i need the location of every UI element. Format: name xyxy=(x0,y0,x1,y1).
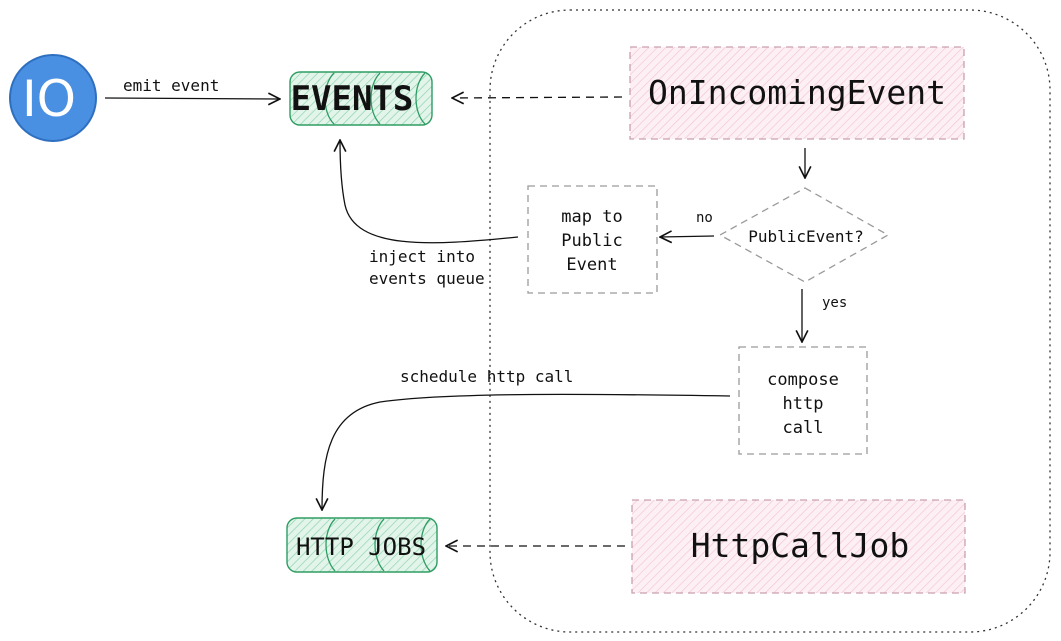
http-jobs-queue-body xyxy=(286,517,438,573)
http-jobs-queue-seam-3 xyxy=(420,518,431,572)
http-jobs-queue-seam-2 xyxy=(374,518,385,572)
events-queue-seam-3 xyxy=(415,72,426,125)
io-circle xyxy=(9,54,97,142)
incoming-to-events-arrow xyxy=(452,97,623,98)
emit-event-label: emit event xyxy=(123,76,219,95)
decision-label: PublicEvent? xyxy=(748,227,864,246)
io-node[interactable]: IO xyxy=(9,54,97,142)
inject-arrow xyxy=(340,140,519,244)
schedule-label: schedule http call xyxy=(400,367,573,386)
events-queue-seam-1 xyxy=(324,72,335,125)
compose-http-node[interactable]: compose http call xyxy=(738,346,868,455)
decision-diamond xyxy=(718,187,890,283)
on-incoming-event-box xyxy=(629,46,965,140)
yes-label: yes xyxy=(822,295,847,311)
compose-http-line-3: call xyxy=(783,418,824,438)
events-queue[interactable]: EVENTS xyxy=(289,71,433,126)
events-queue-seam-2 xyxy=(370,72,381,125)
events-queue-label: EVENTS xyxy=(291,79,414,119)
public-event-decision[interactable]: PublicEvent? xyxy=(718,187,890,283)
emit-event-arrow xyxy=(104,98,280,99)
http-call-job-label: HttpCallJob xyxy=(691,526,910,565)
inject-label-line-2: events queue xyxy=(369,269,485,288)
io-label: IO xyxy=(22,70,76,128)
service-boundary xyxy=(489,9,1051,633)
no-label: no xyxy=(696,210,713,226)
on-incoming-event-node[interactable]: OnIncomingEvent xyxy=(629,46,965,140)
inject-label-line-1: inject into xyxy=(369,247,475,266)
events-queue-body xyxy=(289,71,433,126)
compose-http-line-2: http xyxy=(783,394,824,414)
map-to-public-line-2: Public xyxy=(561,231,622,251)
map-to-public-line-3: Event xyxy=(566,255,617,275)
map-to-public-node[interactable]: map to Public Event xyxy=(527,185,658,294)
http-call-job-node[interactable]: HttpCallJob xyxy=(631,499,966,594)
map-to-public-box xyxy=(527,185,658,294)
compose-http-line-1: compose xyxy=(767,370,839,390)
http-jobs-queue-label: HTTP JOBS xyxy=(296,533,426,561)
no-arrow xyxy=(660,236,715,237)
http-jobs-queue-seam-1 xyxy=(325,518,336,572)
http-call-job-box xyxy=(631,499,966,594)
schedule-arrow xyxy=(322,393,731,510)
http-jobs-queue[interactable]: HTTP JOBS xyxy=(286,517,438,573)
compose-http-box xyxy=(738,346,868,455)
map-to-public-line-1: map to xyxy=(561,207,622,227)
on-incoming-event-label: OnIncomingEvent xyxy=(648,73,946,112)
